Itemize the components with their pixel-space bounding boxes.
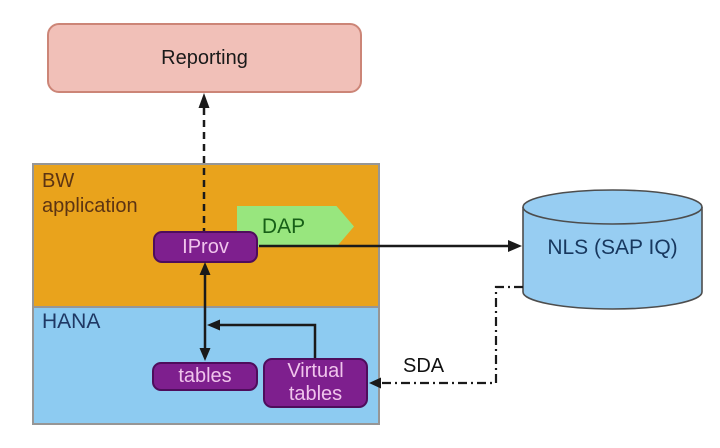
nls-label: NLS (SAP IQ) — [547, 236, 678, 259]
dap-label: DAP — [261, 214, 306, 238]
virtual-tables-node: Virtual tables — [263, 358, 368, 408]
sda-edge-label: SDA — [403, 355, 445, 377]
tables-label: tables — [178, 365, 232, 387]
hana-label: HANA — [42, 310, 101, 333]
nls-database-cylinder-icon — [522, 189, 703, 310]
virtual-tables-label: Virtual tables — [287, 360, 344, 405]
bw-application-label: BW application — [42, 170, 138, 217]
tables-node: tables — [152, 362, 258, 391]
edge-nls-to-virtualtables-sda — [369, 285, 523, 389]
reporting-label: Reporting — [161, 46, 248, 69]
reporting-node: Reporting — [47, 23, 362, 93]
iprov-label: IProv — [182, 235, 229, 258]
dap-arrow-shape: DAP — [237, 206, 354, 247]
iprov-node: IProv — [153, 231, 258, 263]
